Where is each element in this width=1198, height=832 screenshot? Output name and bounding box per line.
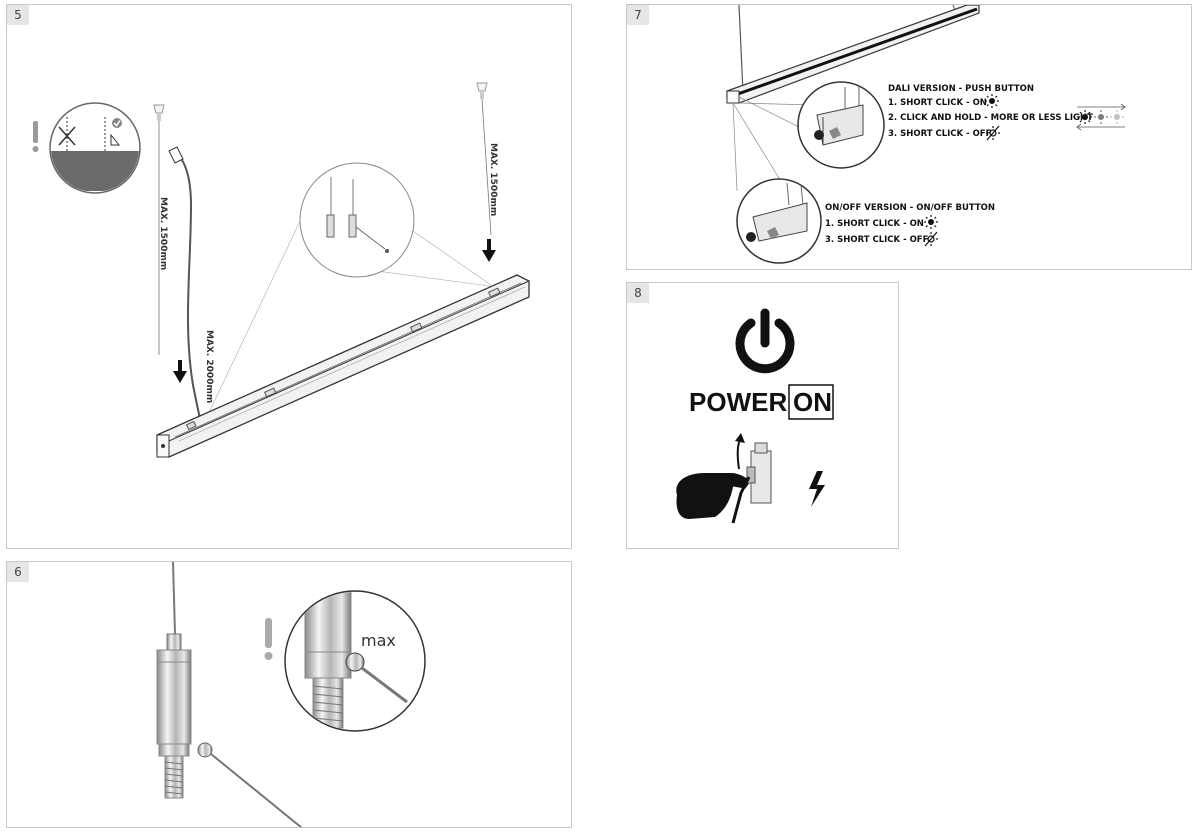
max-1500-left-label: MAX. 1500mm <box>158 197 168 270</box>
step-8-number: 8 <box>627 283 649 303</box>
up-arrow-icon <box>735 433 745 470</box>
sun-icon <box>1110 110 1124 124</box>
luminaire-profile <box>156 274 530 458</box>
cable-gripper <box>156 562 303 827</box>
power-icon <box>735 308 795 374</box>
on-box <box>788 384 834 420</box>
max-2000-cable-label: MAX. 2000mm <box>204 330 214 403</box>
sun-off-icon <box>986 125 1000 141</box>
sun-icon <box>1094 110 1108 124</box>
down-arrow-icon <box>173 360 187 383</box>
step-6-number: 6 <box>7 562 29 582</box>
step-8-illustration: POWER ON <box>676 308 834 524</box>
step-6-illustration: max <box>156 562 426 827</box>
onoff-title: ON/OFF VERSION - ON/OFF BUTTON <box>825 203 995 213</box>
right-ceiling-anchor <box>476 82 492 236</box>
checkmark-icon <box>112 118 122 128</box>
dimming-arrows <box>1076 103 1126 131</box>
dali-item-2: 2. CLICK AND HOLD - MORE OR LESS LIGHT <box>888 113 1093 123</box>
onoff-detail-circle <box>736 178 822 264</box>
dali-item-3: 3. SHORT CLICK - OFF <box>888 129 992 139</box>
circuit-breaker-icon <box>731 442 772 524</box>
dali-title: DALI VERSION - PUSH BUTTON <box>888 84 1034 94</box>
luminaire-end <box>726 5 980 202</box>
left-ceiling-anchor <box>153 104 165 355</box>
step-5-panel: 5 <box>6 4 572 549</box>
max-torque-label: max <box>361 631 396 650</box>
step-5-number: 5 <box>7 5 29 25</box>
step-7-number: 7 <box>627 5 649 25</box>
power-cable <box>168 146 202 424</box>
lightning-icon <box>809 471 825 507</box>
onoff-item-2: 3. SHORT CLICK - OFF <box>825 235 929 245</box>
sun-icon <box>985 94 999 108</box>
on-word: ON <box>793 387 832 417</box>
step-8-panel: 8 POWER ON <box>626 282 899 549</box>
power-word: POWER <box>689 387 787 417</box>
step-7-illustration: DALI VERSION - PUSH BUTTON 1. SHORT CLIC… <box>726 5 1126 264</box>
dali-detail-circle <box>797 81 885 169</box>
suspension-detail-circle <box>202 162 498 426</box>
warning-icon <box>264 618 273 660</box>
step-5-illustration: MAX. 1500mm MAX. 1500mm MAX. 2000mm <box>32 82 530 458</box>
sun-icon <box>924 215 938 229</box>
gripper-detail-circle <box>284 590 426 732</box>
max-1500-right-label: MAX. 1500mm <box>488 143 498 216</box>
dali-item-1: 1. SHORT CLICK - ON <box>888 98 987 108</box>
ceiling-detail-circle <box>49 102 141 194</box>
sun-off-icon <box>924 231 938 247</box>
sun-icon <box>1078 110 1092 124</box>
step-7-panel: 7 <box>626 4 1192 270</box>
onoff-item-1: 1. SHORT CLICK - ON <box>825 219 924 229</box>
down-arrow-icon <box>482 239 496 262</box>
warning-icon <box>32 121 39 152</box>
step-6-panel: 6 <box>6 561 572 828</box>
